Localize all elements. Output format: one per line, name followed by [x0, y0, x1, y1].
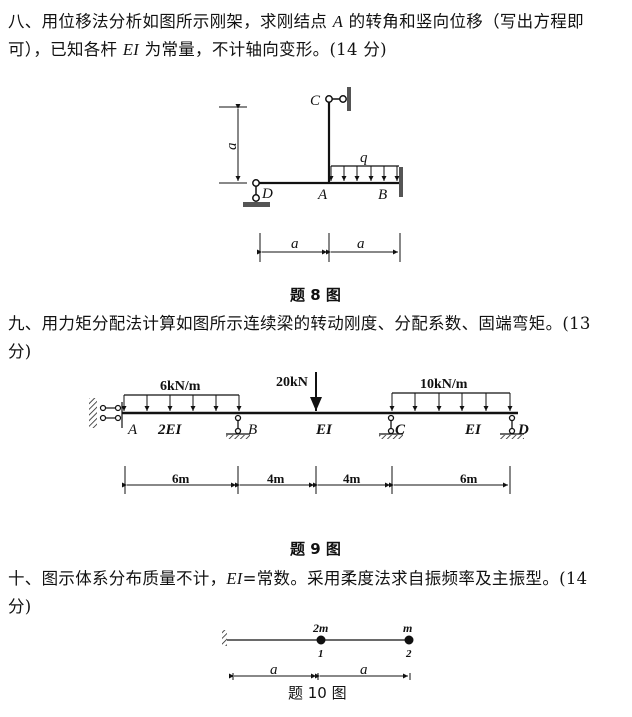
figure-9: [89, 372, 524, 494]
label-d: D: [517, 422, 529, 438]
label-span1: a: [291, 236, 299, 252]
label-height-a: a: [224, 143, 240, 151]
caption-fig8: 题 8 图: [290, 286, 341, 304]
q10-text: 十、图示体系分布质量不计，: [8, 569, 227, 588]
q9-text-line2: 分): [8, 342, 32, 361]
label-a: A: [317, 187, 328, 203]
wall-fixed: [222, 630, 227, 646]
q8-text: 为常量，不计轴向变形。(14 分): [139, 40, 387, 59]
mass-1: [316, 635, 326, 645]
q10-text-line2: 分): [8, 597, 32, 616]
label-ei-bc: EI: [315, 422, 333, 438]
label-d: D: [261, 186, 273, 202]
q8-text: 的转角和竖向位移（写出方程即: [343, 12, 584, 31]
q8-text-line1: 八、用位移法分析如图所示刚架，求刚结点 A 的转角和竖向位移（写出方程即: [8, 8, 584, 32]
label-span1: a: [270, 662, 278, 678]
label-6kn-m: 6kN/m: [160, 379, 201, 394]
label-2ei: 2EI: [157, 422, 183, 438]
label-node-2: 2: [405, 648, 412, 660]
label-a: A: [127, 422, 138, 438]
udl-q: [328, 166, 400, 181]
span-label-3: 4m: [343, 471, 361, 486]
span-label-1: 6m: [172, 471, 190, 486]
wall-a: [89, 398, 97, 428]
label-c: C: [310, 93, 321, 109]
label-b: B: [248, 422, 257, 438]
q9-text-line1: 九、用力矩分配法计算如图所示连续梁的转动刚度、分配系数、固端弯矩。(13: [8, 314, 591, 333]
support-c: [379, 414, 403, 439]
span-label-4: 6m: [460, 471, 478, 486]
q10-text: =常数。采用柔度法求自振频率及主振型。(14: [242, 569, 588, 588]
label-node-1: 1: [318, 648, 324, 660]
label-m: m: [403, 621, 412, 635]
label-10kn-m: 10kN/m: [420, 377, 468, 392]
span-dimensions: [122, 466, 511, 494]
label-q: q: [360, 150, 368, 166]
q8-text: 可），已知各杆: [8, 40, 123, 59]
span-label-2: 4m: [267, 471, 285, 486]
figure-10: [222, 630, 414, 680]
wall-c: [347, 87, 351, 111]
q8-text-line2: 可），已知各杆 EI 为常量，不计轴向变形。(14 分): [8, 36, 387, 60]
ground-d: [243, 202, 270, 207]
label-2m: 2m: [312, 621, 328, 635]
caption-fig10: 题 10 图: [288, 684, 347, 702]
label-ei-cd: EI: [464, 422, 482, 438]
label-span2: a: [360, 662, 368, 678]
label-b: B: [378, 187, 387, 203]
q10-text-line1: 十、图示体系分布质量不计，EI=常数。采用柔度法求自振频率及主振型。(14: [8, 565, 587, 589]
mass-2: [404, 635, 414, 645]
udl-6kn: [121, 395, 242, 411]
label-span2: a: [357, 236, 365, 252]
label-20kn: 20kN: [276, 375, 308, 390]
q8-text: 八、用位移法分析如图所示刚架，求刚结点: [8, 12, 333, 31]
caption-fig9: 题 9 图: [290, 540, 341, 558]
q8-var-a: A: [332, 12, 344, 31]
support-b: [226, 414, 250, 439]
q8-var-ei: EI: [122, 40, 140, 59]
q10-var-ei: EI: [226, 569, 243, 588]
support-d: [500, 414, 524, 439]
figure-8: [219, 87, 403, 262]
udl-10kn: [389, 393, 513, 411]
label-c: C: [395, 422, 406, 438]
span-dimensions: [229, 673, 411, 680]
fixed-wall-b: [399, 167, 403, 197]
